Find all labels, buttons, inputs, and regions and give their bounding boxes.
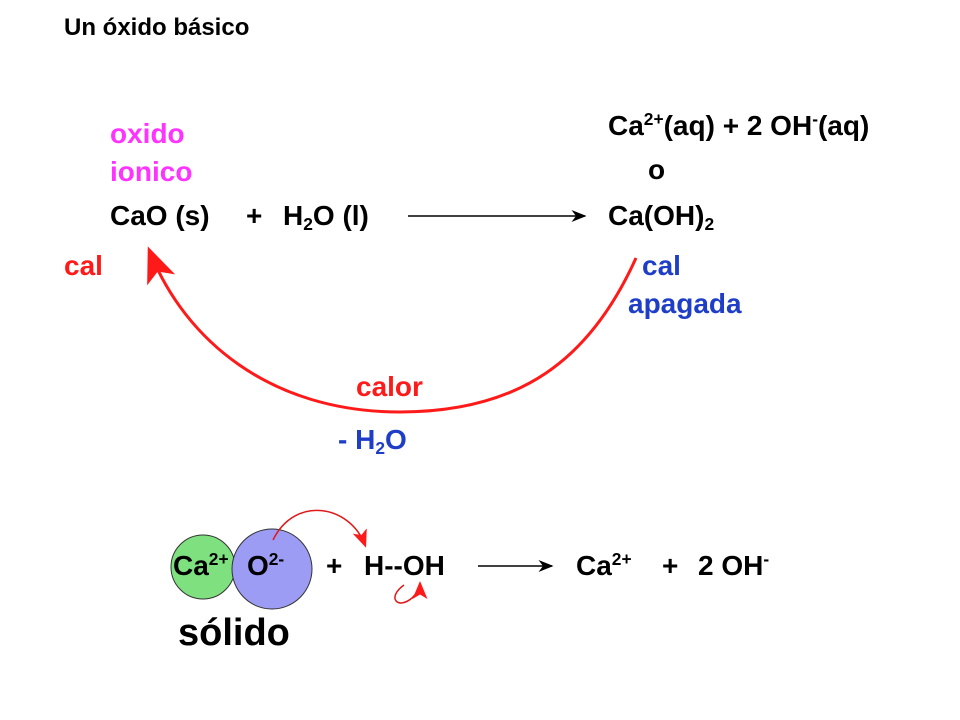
bond-break-arrow xyxy=(394,581,428,604)
reactant-cao: CaO (s) xyxy=(110,200,210,231)
cation-ca: Ca2+ xyxy=(173,549,229,581)
oxide-label-line1: oxido xyxy=(110,118,185,149)
cycle-label-water-loss: - H2O xyxy=(338,424,407,458)
product-hydroxide: 2 OH- xyxy=(698,549,770,581)
anion-attack-arrow xyxy=(272,509,367,548)
or-word: o xyxy=(648,154,666,185)
hydroxide-product: Ca(OH)2 xyxy=(608,200,715,234)
bottom-plus-1: + xyxy=(326,550,343,581)
anion-o: O2- xyxy=(247,549,285,581)
reactant-plus: + xyxy=(246,200,263,231)
anion-circle xyxy=(231,528,313,610)
bottom-water: H--OH xyxy=(364,550,445,581)
bottom-plus-2: + xyxy=(662,550,679,581)
product-cation: Ca2+ xyxy=(576,549,632,581)
ion-product: Ca2+(aq) + 2 OH-(aq) xyxy=(608,109,870,141)
oxide-label-line2: ionico xyxy=(110,156,193,187)
name-cal-apagada-line1: cal xyxy=(642,250,681,281)
solid-label: sólido xyxy=(178,612,290,654)
reactant-water: H2O (l) xyxy=(283,200,369,234)
name-cal: cal xyxy=(64,250,103,281)
name-cal-apagada-line2: apagada xyxy=(628,288,742,319)
cycle-arrow xyxy=(147,246,638,414)
cycle-label-calor: calor xyxy=(356,371,423,402)
page-title: Un óxido básico xyxy=(64,14,250,41)
